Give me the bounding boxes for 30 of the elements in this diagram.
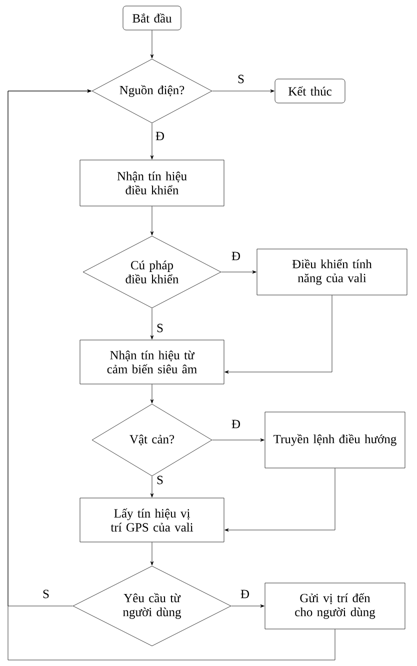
edge-label: Đ (239, 588, 250, 600)
terminal-box: Kết thúc (274, 78, 346, 104)
edge-label: Đ (154, 130, 166, 142)
arrow (150, 308, 154, 340)
arrow (221, 270, 256, 274)
arrow (150, 206, 154, 236)
arrow (212, 89, 274, 93)
process-box: Truyền lệnh điều hướng (264, 412, 406, 468)
process-box: Gửi vị trí đến cho người dùng (264, 582, 406, 630)
process-box: Lấy tín hiệu vị trí GPS của vali (80, 498, 224, 542)
edge-label: S (236, 74, 246, 84)
edge-label: Đ (230, 418, 242, 430)
arrow (212, 438, 264, 442)
edge-label: S (156, 322, 164, 334)
arrow (150, 542, 154, 566)
arrow (150, 30, 154, 58)
arrow (8, 89, 336, 660)
process-box: Nhận tín hiệu điều khiển (80, 160, 224, 206)
edge-label: Đ (230, 250, 242, 262)
arrow (150, 476, 154, 498)
edge-label: S (156, 474, 164, 486)
arrow (224, 295, 332, 374)
arrow (150, 384, 154, 404)
edge-label: S (42, 588, 50, 600)
arrow (231, 604, 264, 608)
arrow (150, 123, 154, 160)
process-box: Điều khiển tính năng của vali (256, 248, 408, 296)
arrow (224, 468, 336, 532)
process-box: Nhận tín hiệu từ cảm biến siêu âm (80, 340, 224, 384)
terminal-box: Bắt đầu (122, 6, 182, 30)
